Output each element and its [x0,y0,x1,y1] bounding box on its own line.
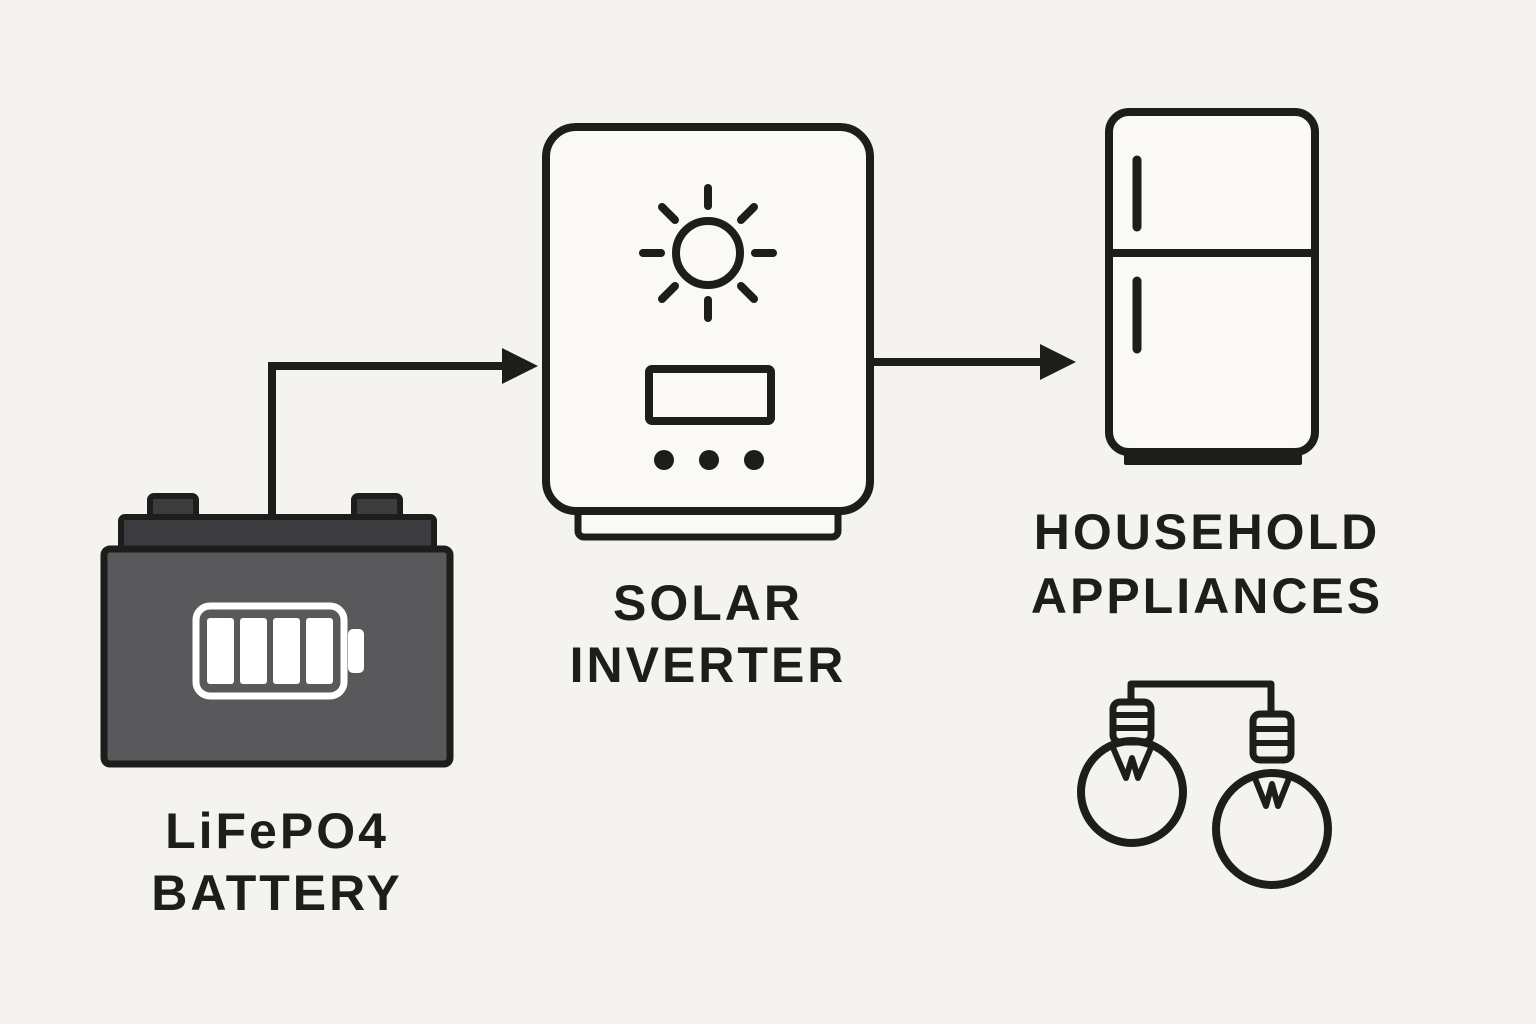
refrigerator-icon [1105,108,1319,465]
hanging-lightbulbs-icon [1077,680,1332,889]
sun-ray [737,203,758,224]
battery-charge-icon [192,602,364,700]
bulb-wire [1127,680,1275,716]
inverter-indicator-dots [654,450,764,470]
sun-ray [658,203,679,224]
indicator-dot [699,450,719,470]
charge-outline [192,602,348,700]
battery-node: LiFePO4 BATTERY [100,493,454,921]
charge-bar [273,618,300,684]
arrowhead-icon [502,348,538,384]
sun-ray [658,282,679,303]
indicator-dot [744,450,764,470]
bulb-filament [1111,747,1153,781]
sun-icon [639,184,777,322]
arrow-line [268,362,502,517]
battery-label-line2: BATTERY [151,865,403,921]
arrow-battery-to-inverter [268,348,538,517]
inverter-label-line1: SOLAR [613,575,803,631]
bulb-filament [1251,773,1293,809]
fridge-base [1124,452,1302,465]
sun-core [672,217,744,289]
appliances-label-line2: APPLIANCES [1031,568,1383,624]
arrowhead-icon [1040,344,1076,380]
appliances-node: HOUSEHOLD APPLIANCES [1031,108,1383,889]
inverter-label-line2: INVERTER [570,637,847,693]
charge-bar [207,618,234,684]
sun-ray [737,282,758,303]
bulb-glass [1212,769,1332,889]
indicator-dot [654,450,674,470]
lightbulb-icon-left [1077,698,1187,847]
charge-bar [306,618,333,684]
bulb-socket [1109,698,1155,746]
battery-label-line1: LiFePO4 [165,803,389,859]
bulb-glass [1077,737,1187,847]
bulb-socket [1249,710,1295,764]
inverter-display-screen [645,365,775,425]
inverter-node: SOLAR INVERTER [542,123,874,693]
charge-bar [240,618,267,684]
appliances-label-line1: HOUSEHOLD [1034,504,1380,560]
charge-nub [348,629,364,673]
battery-icon [100,493,454,768]
arrow-inverter-to-appliances [872,344,1076,380]
solar-inverter-icon [542,123,874,541]
lightbulb-icon-right [1212,710,1332,889]
